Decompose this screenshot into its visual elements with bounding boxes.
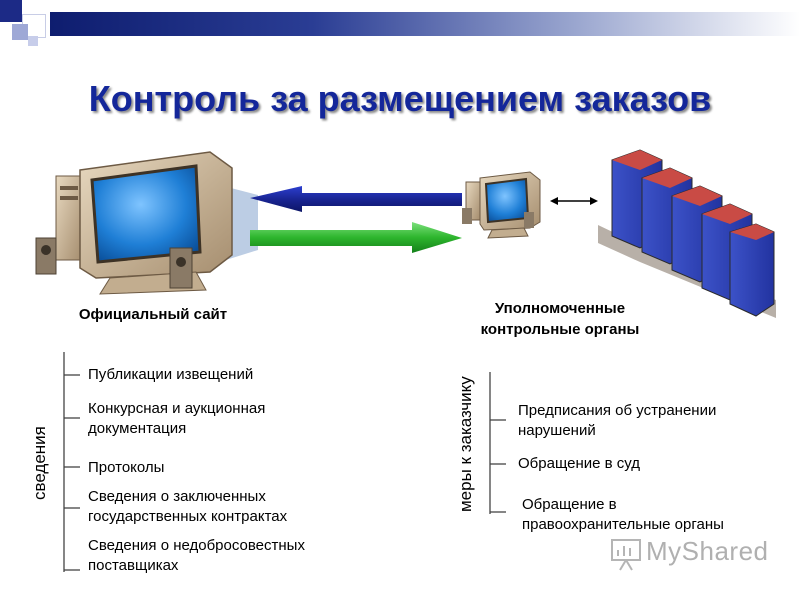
list-item-line: правоохранительные органы [522,516,724,533]
list-item-line: государственных контрактах [88,508,288,525]
list-item-line: поставщиках [88,557,179,574]
list-item: Протоколы [88,458,164,478]
control-bodies-label-line1: Уполномоченные [494,300,626,317]
small-computer-icon [462,171,541,239]
control-bodies-label-line2: контрольные органы [480,321,640,338]
list-item-line: документация [88,420,187,437]
left-group-vertical-label: сведения [30,426,49,500]
list-item: Обращение в суд [518,454,640,474]
list-item-line: Сведения о заключенных [88,488,266,505]
header-square [0,0,22,22]
header-square [12,24,28,40]
list-item-line: Предписания об устранении [518,402,717,419]
list-item: Предписания об устранении нарушений [518,401,716,441]
list-item: Публикации извещений [88,365,253,385]
arrow-to-official-site [250,186,462,212]
official-site-label: Официальный сайт [78,306,228,323]
arrow-to-control-bodies [250,222,462,253]
list-item-line: Конкурсная и аукционная [88,400,266,417]
presentation-logo-icon [611,539,641,571]
list-item-line: нарушений [518,422,596,439]
office-buildings-icon [598,149,776,318]
right-group-bracket [489,372,506,514]
list-item-line: Сведения о недобросовестных [88,537,305,554]
list-item-line: Протоколы [88,459,165,476]
desktop-computer-icon [35,151,258,295]
header-square [28,36,38,46]
list-item-line: Публикации извещений [88,366,254,383]
header-gradient-bar [50,12,800,36]
double-arrow-icon [550,197,598,205]
watermark-text: MyShared [646,536,769,566]
right-group-vertical-label: меры к заказчику [456,376,475,512]
list-item: Сведения о недобросовестных поставщиках [88,536,305,576]
list-item: Сведения о заключенных государственных к… [88,487,287,527]
list-item: Конкурсная и аукционная документация [88,399,265,439]
list-item-line: Обращение в суд [518,455,641,472]
list-item: Обращение в правоохранительные органы [522,495,724,535]
page-title: Контроль за размещением заказов [88,78,712,119]
list-item-line: Обращение в [522,496,617,513]
left-group-bracket [63,352,80,572]
